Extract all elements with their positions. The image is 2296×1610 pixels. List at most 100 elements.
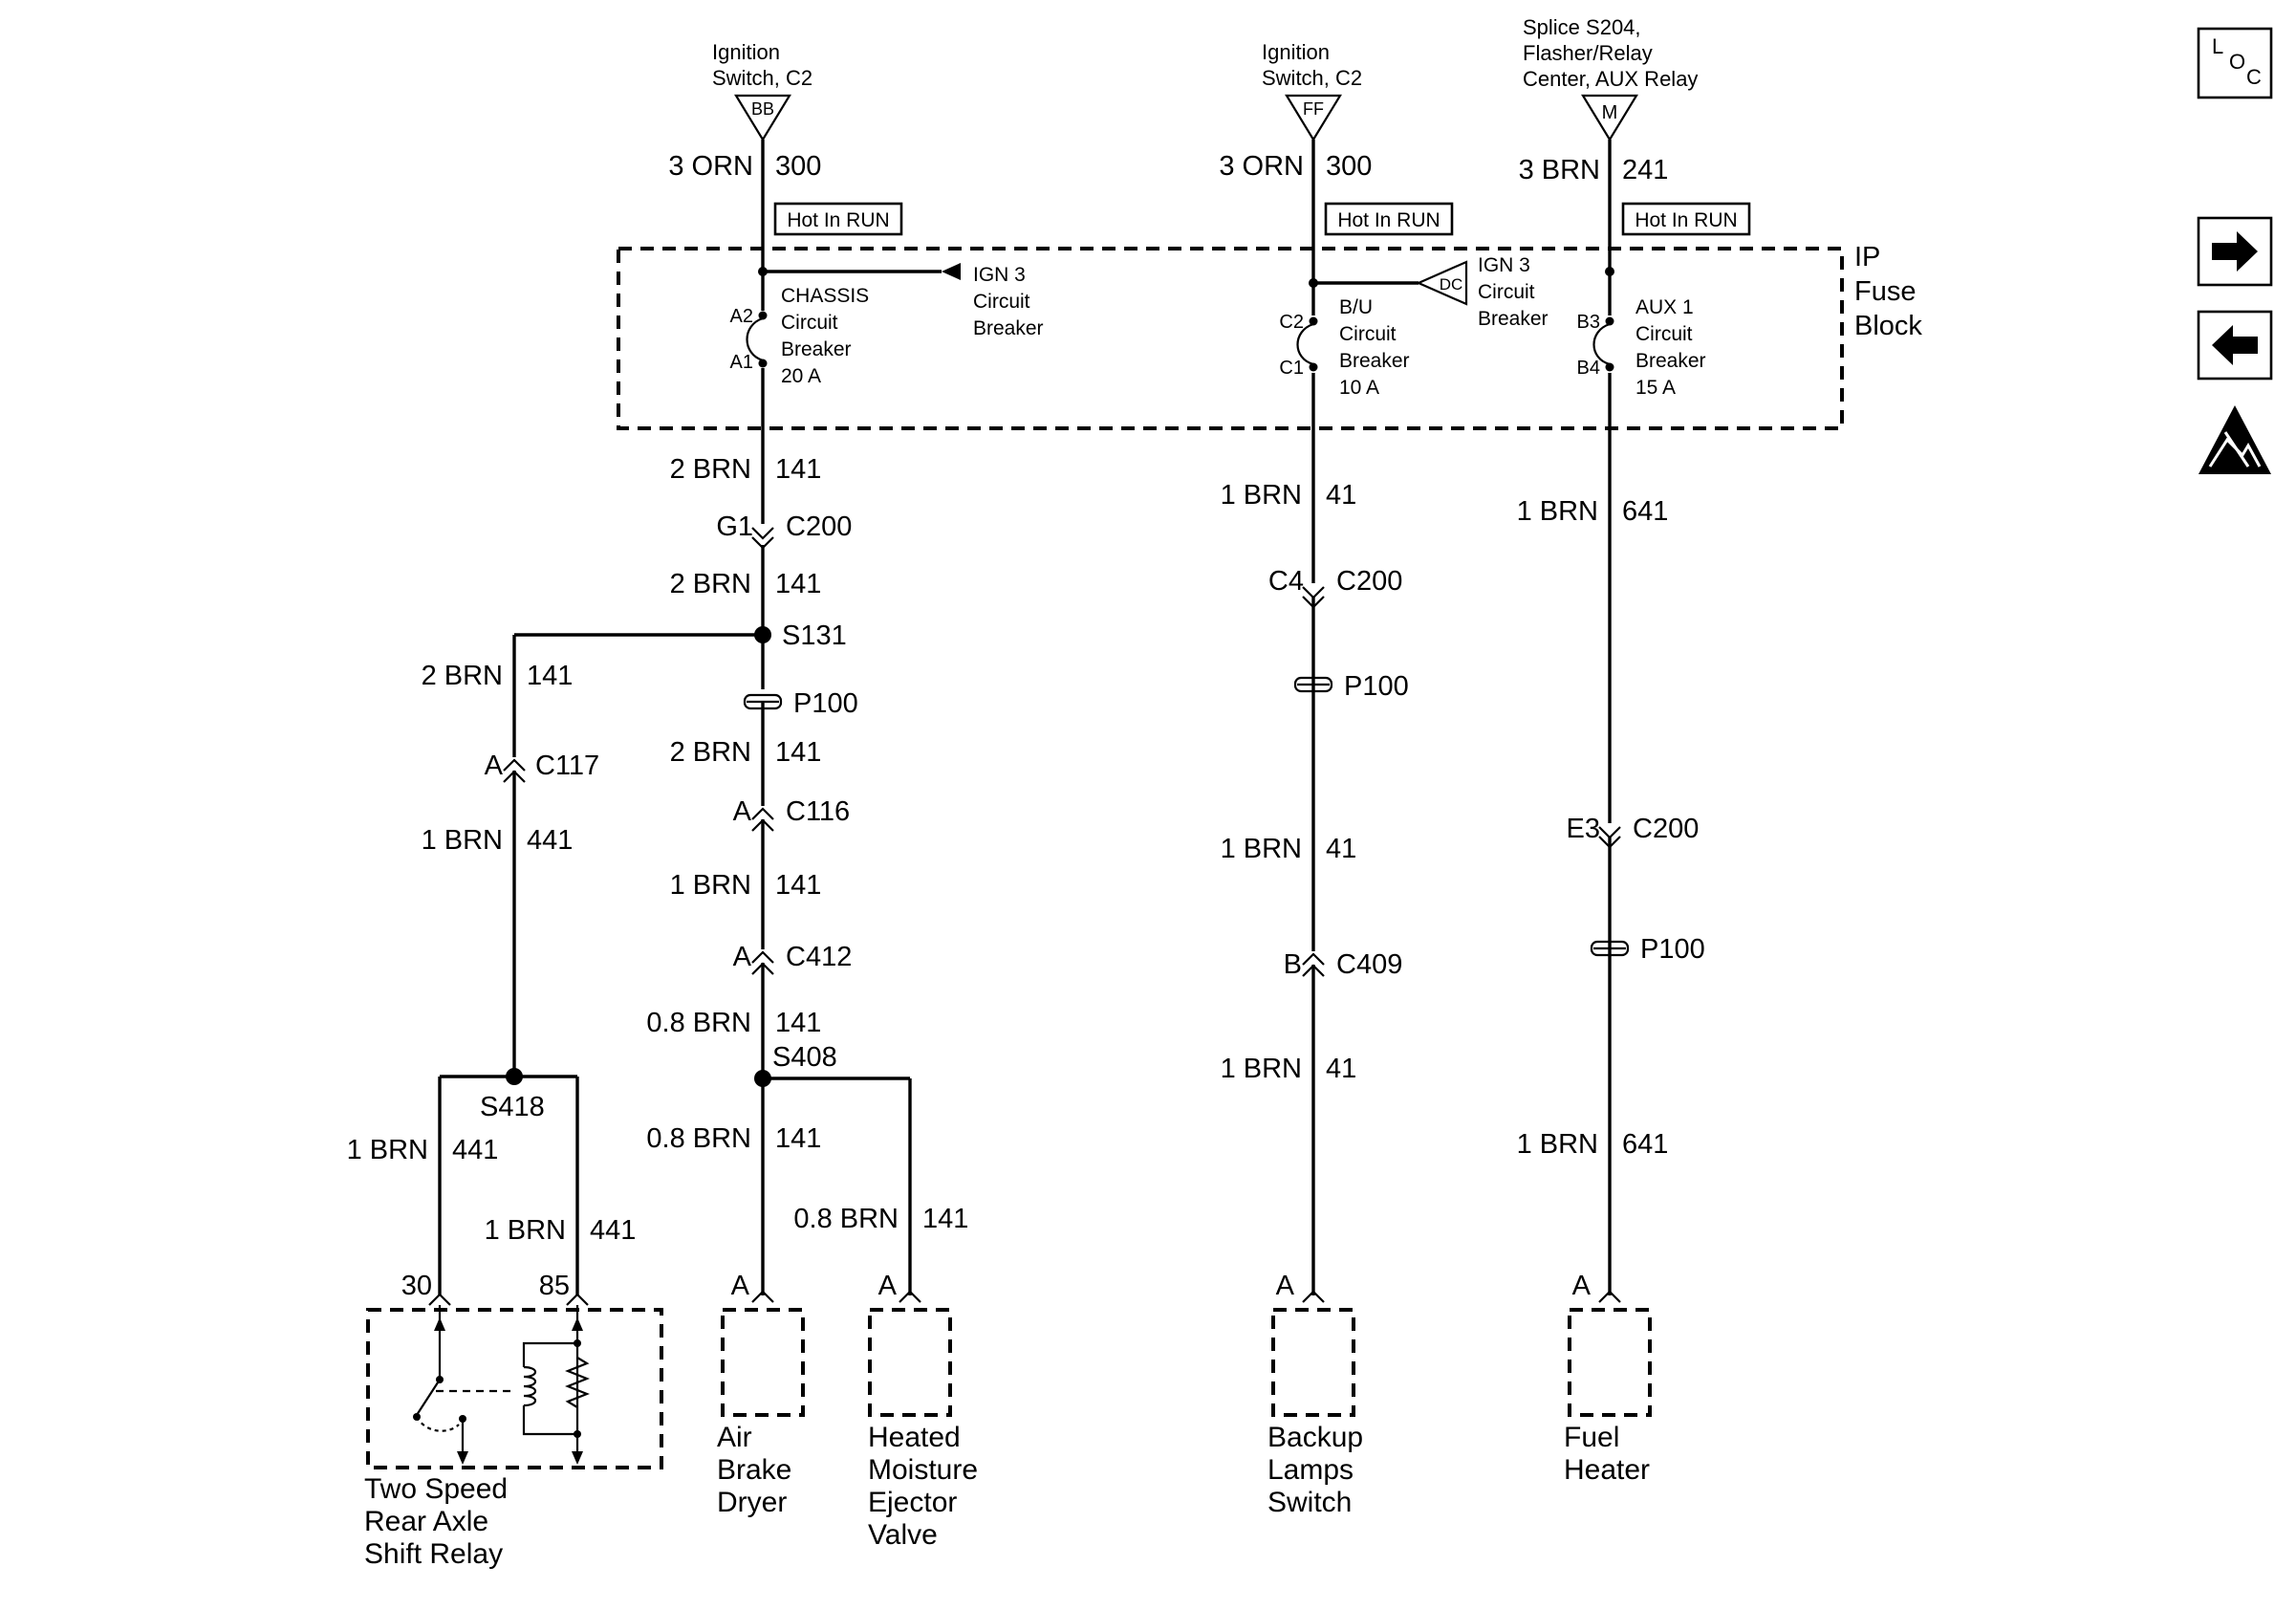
wire-circuit: 141 xyxy=(775,569,821,599)
p100-label: P100 xyxy=(1640,934,1705,965)
connector-c117: A C117 xyxy=(485,751,599,783)
breaker-pin: B4 xyxy=(1577,358,1600,379)
source-pin: FF xyxy=(1303,99,1324,119)
ign3-breaker-label-a: IGN 3 Circuit Breaker xyxy=(973,264,1044,339)
component-label: Brake xyxy=(717,1454,791,1486)
loc-button[interactable]: L O C xyxy=(2197,27,2273,99)
relay-coil-line xyxy=(522,1341,577,1367)
connector-name: C409 xyxy=(1336,949,1402,980)
wire-circuit: 441 xyxy=(452,1135,498,1165)
relay-pin: 85 xyxy=(539,1271,570,1301)
component-fuel-heater: A Fuel Heater xyxy=(1564,1271,1652,1486)
ign3-label: Circuit xyxy=(973,291,1030,313)
breaker-label: 10 A xyxy=(1339,377,1379,399)
relay-label: Rear Axle xyxy=(364,1506,488,1537)
pin-dot xyxy=(1605,362,1614,372)
component-label: Fuel xyxy=(1564,1422,1619,1453)
ign3-breaker-label-b: DC IGN 3 Circuit Breaker xyxy=(1416,254,1549,330)
pin-dot xyxy=(758,359,768,368)
esd-warning-icon[interactable] xyxy=(2199,405,2271,474)
ip-fuse-block: IP Fuse Block A2 A1 CHASSIS Circuit Brea… xyxy=(617,242,1922,430)
ign3-label: Breaker xyxy=(973,317,1044,339)
splice-s418-dot xyxy=(506,1068,523,1085)
source-label: Switch, C2 xyxy=(712,66,812,90)
connector-icon xyxy=(503,758,526,783)
breaker-label: B/U xyxy=(1339,296,1373,318)
breaker-label: Circuit xyxy=(1339,323,1397,345)
component-box xyxy=(868,1308,952,1417)
arrow-icon xyxy=(942,263,961,280)
component-label: Heated xyxy=(868,1422,961,1453)
source-pin: BB xyxy=(751,99,774,119)
terminal-icon xyxy=(751,1290,774,1303)
breaker-gap xyxy=(1604,315,1615,373)
component-pin: A xyxy=(1276,1271,1295,1301)
wire-gauge: 1 BRN xyxy=(1517,496,1598,527)
breaker-icon xyxy=(1592,322,1611,366)
connector-c412: A C412 xyxy=(733,942,852,975)
source-label: Flasher/Relay xyxy=(1523,41,1653,65)
terminal-icon xyxy=(1302,1290,1325,1303)
wire-gauge: 1 BRN xyxy=(1517,1129,1598,1160)
component-box xyxy=(1271,1308,1355,1417)
connector-icon xyxy=(1598,826,1621,849)
relay-label: Two Speed xyxy=(364,1473,508,1505)
terminal-icon xyxy=(1598,1290,1621,1303)
wire-circuit: 241 xyxy=(1622,155,1668,185)
loc-icon[interactable] xyxy=(2197,27,2273,99)
wire-circuit: 300 xyxy=(1326,151,1372,182)
source-label: Ignition xyxy=(712,40,780,64)
loc-letter: C xyxy=(2246,65,2262,89)
breaker-label: CHASSIS xyxy=(781,285,869,307)
breaker-gap xyxy=(1308,315,1319,373)
chassis-circuit-breaker: A2 A1 CHASSIS Circuit Breaker 20 A xyxy=(730,285,870,387)
loc-letter: L xyxy=(2212,34,2223,58)
forward-arrow-icon xyxy=(2212,231,2258,272)
wire-gauge: 2 BRN xyxy=(670,454,751,485)
source-ignition-switch-bb: Ignition Switch, C2 BB xyxy=(712,40,812,142)
connector-pin: A xyxy=(485,751,504,781)
connector-pin: E3 xyxy=(1567,814,1600,844)
connector-c200-e3: E3 C200 xyxy=(1567,814,1699,849)
pass-through-icon xyxy=(743,693,783,710)
source-label: Switch, C2 xyxy=(1262,66,1362,90)
wire-gauge: 3 BRN xyxy=(1519,155,1600,185)
forward-arrow-button[interactable] xyxy=(2197,216,2273,287)
relay-switch-blade xyxy=(416,1379,441,1416)
connector-name: C200 xyxy=(1633,814,1699,844)
esd-warning-button[interactable] xyxy=(2199,405,2271,474)
connector-pin: G1 xyxy=(716,511,753,542)
inline-connectors: G1 C200 C4 C200 E3 C200 A C117 A C116 xyxy=(485,511,1705,980)
breaker-pin: A2 xyxy=(730,306,753,327)
component-box xyxy=(721,1308,805,1417)
fuse-block-label: Block xyxy=(1854,311,1922,341)
terminal-icon xyxy=(566,1293,589,1306)
wire-gauge: 1 BRN xyxy=(347,1135,428,1165)
wire-gauge: 1 BRN xyxy=(485,1215,566,1246)
connector-name: C117 xyxy=(535,751,599,781)
connector-triangle-icon xyxy=(1416,260,1468,306)
wire-gauge: 3 ORN xyxy=(668,151,753,182)
connector-name: C200 xyxy=(786,511,852,542)
hot-in-run-box xyxy=(1324,202,1454,236)
component-label: Valve xyxy=(868,1519,938,1551)
wire-circuit: 41 xyxy=(1326,1054,1356,1084)
breaker-label: Circuit xyxy=(781,312,838,334)
wire-circuit: 141 xyxy=(775,1123,821,1154)
back-arrow-button[interactable] xyxy=(2197,310,2273,381)
component-label: Ejector xyxy=(868,1487,957,1518)
connector-icon xyxy=(1302,952,1325,977)
wire-gauge: 0.8 BRN xyxy=(646,1008,751,1038)
connector-name: C200 xyxy=(1336,566,1402,597)
pin-dot xyxy=(758,311,768,320)
wire-circuit: 141 xyxy=(775,1008,821,1038)
splice-label: S408 xyxy=(772,1042,837,1073)
ign3-label: Breaker xyxy=(1478,308,1549,330)
connector-c409: B C409 xyxy=(1284,949,1403,980)
component-label: Dryer xyxy=(717,1487,787,1518)
wire-circuit: 141 xyxy=(775,454,821,485)
component-pin: A xyxy=(731,1271,750,1301)
fuse-block-label: Fuse xyxy=(1854,276,1916,307)
breaker-icon xyxy=(1296,322,1314,366)
